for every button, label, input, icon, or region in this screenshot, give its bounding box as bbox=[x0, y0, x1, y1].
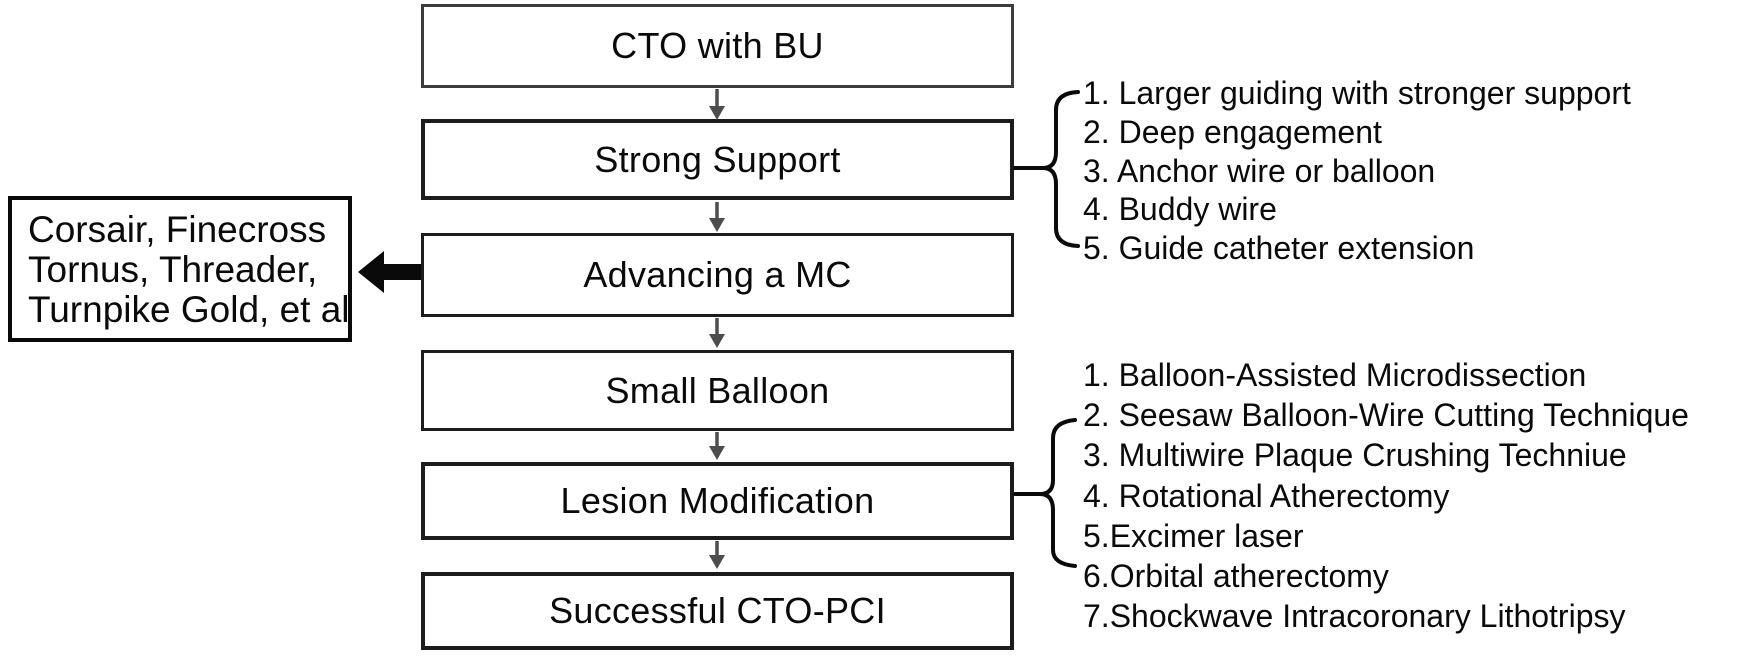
list-item: 3. Anchor wire or balloon bbox=[1083, 152, 1436, 189]
flow-box-label: Small Balloon bbox=[605, 369, 830, 411]
lesion-modification-options-list: 1. Balloon-Assisted Microdissection 2. S… bbox=[1083, 355, 1689, 636]
flow-box-label: Strong Support bbox=[594, 138, 841, 180]
list-item: 4. Buddy wire bbox=[1083, 191, 1277, 228]
flow-box-label: Lesion Modification bbox=[560, 480, 875, 521]
down-arrow-icon bbox=[709, 541, 725, 569]
list-item: 2. Seesaw Balloon-Wire Cutting Technique bbox=[1083, 397, 1689, 434]
flow-box-strong-support: Strong Support bbox=[421, 119, 1014, 200]
microcatheter-examples-box: Corsair, Finecross Tornus, Threader, Tur… bbox=[8, 196, 352, 342]
list-item: 3. Multiwire Plaque Crushing Techniue bbox=[1083, 437, 1627, 474]
list-item: 7.Shockwave Intracoronary Lithotripsy bbox=[1083, 598, 1626, 635]
list-item: 5.Excimer laser bbox=[1083, 517, 1304, 554]
microcatheter-line: Corsair, Finecross bbox=[28, 209, 327, 250]
flow-box-label: Advancing a MC bbox=[583, 254, 852, 295]
flow-box-small-balloon: Small Balloon bbox=[421, 350, 1014, 431]
strong-support-brace bbox=[1013, 90, 1080, 248]
flow-box-lesion-modification: Lesion Modification bbox=[421, 462, 1014, 540]
list-item: 1. Balloon-Assisted Microdissection bbox=[1083, 357, 1587, 393]
list-item: 2. Deep engagement bbox=[1083, 113, 1382, 150]
down-arrow-icon bbox=[709, 89, 725, 120]
microcatheter-arrow-icon bbox=[358, 251, 421, 293]
flow-box-cto-with-bu: CTO with BU bbox=[421, 4, 1014, 88]
flow-box-advancing-a-mc: Advancing a MC bbox=[421, 233, 1014, 317]
list-item: 6.Orbital atherectomy bbox=[1083, 557, 1389, 594]
microcatheter-line: Tornus, Threader, bbox=[28, 249, 318, 290]
list-item: 4. Rotational Atherectomy bbox=[1083, 477, 1450, 514]
list-item: 5. Guide catheter extension bbox=[1083, 230, 1475, 267]
down-arrow-icon bbox=[709, 432, 725, 460]
flow-box-label: Successful CTO-PCI bbox=[549, 590, 886, 631]
lesion-modification-brace bbox=[1013, 418, 1077, 568]
flow-box-label: CTO with BU bbox=[611, 25, 824, 66]
down-arrow-icon bbox=[709, 202, 725, 232]
flow-box-successful-cto-pci: Successful CTO-PCI bbox=[421, 572, 1014, 650]
list-item: 1. Larger guiding with stronger support bbox=[1083, 75, 1631, 111]
down-arrow-icon bbox=[709, 318, 725, 348]
strong-support-options-list: 1. Larger guiding with stronger support … bbox=[1083, 74, 1631, 268]
microcatheter-line: Turnpike Gold, et al bbox=[28, 289, 350, 330]
